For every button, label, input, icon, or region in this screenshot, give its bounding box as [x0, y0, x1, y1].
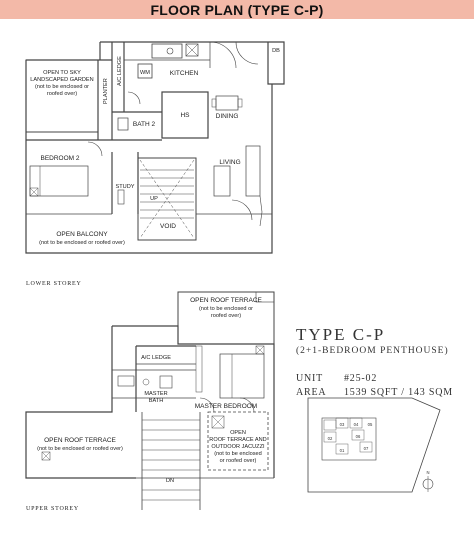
- bedroom2-label: BEDROOM 2: [40, 155, 79, 162]
- unit-label: UNIT: [296, 373, 324, 384]
- terrace-top-label: OPEN ROOF TERRACE: [190, 297, 262, 304]
- floor-plan-banner: FLOOR PLAN (TYPE C-P): [0, 0, 474, 19]
- jacuzzi-label: ROOF TERRACE AND: [209, 437, 266, 443]
- key-plan-unit-label: 03: [340, 422, 345, 427]
- terrace-top-note: (not to be enclosed or: [199, 306, 253, 312]
- ac-ledge-upper-label: A/C LEDGE: [141, 355, 171, 361]
- dining-label: DINING: [216, 113, 239, 120]
- garden-label: OPEN TO SKY: [43, 70, 81, 76]
- unit-type-block: TYPE C-P (2+1-BEDROOM PENTHOUSE): [296, 325, 449, 356]
- balcony-label: OPEN BALCONY: [56, 231, 108, 238]
- unit-specs: UNIT #25-02 AREA 1539 SQFT / 143 SQM: [296, 372, 453, 400]
- jacuzzi-label: OUTDOOR JACUZZI: [211, 444, 265, 450]
- garden-note: roofed over): [47, 91, 77, 97]
- unit-row: UNIT #25-02: [296, 372, 453, 386]
- lower-storey-caption: LOWER STOREY: [26, 281, 82, 287]
- terrace-left-note: (not to be enclosed or roofed over): [37, 446, 123, 452]
- master-bedroom-label: MASTER BEDROOM: [195, 403, 257, 410]
- north-arrow-icon: N: [426, 470, 429, 475]
- up-label: UP: [150, 196, 158, 202]
- key-plan-unit-label: 07: [364, 446, 369, 451]
- jacuzzi-note: or roofed over): [220, 458, 257, 464]
- unit-value: #25-02: [344, 373, 378, 384]
- key-plan-unit-label: 01: [340, 448, 345, 453]
- terrace-left-label: OPEN ROOF TERRACE: [44, 437, 116, 444]
- key-plan-unit-label: 04: [354, 422, 359, 427]
- hs-label: HS: [180, 112, 190, 119]
- study-label: STUDY: [116, 184, 135, 190]
- bath2-label: BATH 2: [133, 121, 156, 128]
- key-plan: [307, 397, 441, 493]
- key-plan-unit-label: 02: [328, 436, 333, 441]
- unit-type-subtitle: (2+1-BEDROOM PENTHOUSE): [296, 346, 449, 356]
- db-label: DB: [272, 48, 280, 54]
- area-value: 1539 SQFT / 143 SQM: [344, 387, 453, 398]
- garden-note: (not to be enclosed or: [35, 84, 89, 90]
- planter-label: PLANTER: [103, 78, 109, 104]
- master-bath-label: BATH: [149, 398, 164, 404]
- void-label: VOID: [160, 223, 176, 230]
- lower-storey-plan: [25, 41, 285, 254]
- dn-label: DN: [166, 478, 174, 484]
- area-row: AREA 1539 SQFT / 143 SQM: [296, 386, 453, 400]
- balcony-note: (not to be enclosed or roofed over): [39, 240, 125, 246]
- garden-label: LANDSCAPED GARDEN: [30, 77, 93, 83]
- upper-storey-caption: UPPER STOREY: [26, 506, 79, 512]
- key-plan-unit-label: 05: [368, 422, 373, 427]
- living-label: LIVING: [219, 159, 240, 166]
- upper-storey-plan: [25, 291, 275, 510]
- master-bath-label: MASTER: [144, 391, 167, 397]
- key-plan-unit-label: 06: [356, 434, 361, 439]
- unit-type-title: TYPE C-P: [296, 325, 386, 344]
- kitchen-label: KITCHEN: [170, 70, 199, 77]
- jacuzzi-label: OPEN: [230, 430, 246, 436]
- wm-label: WM: [140, 70, 150, 76]
- ac-ledge-label: A/C LEDGE: [117, 56, 123, 86]
- page-title: FLOOR PLAN (TYPE C-P): [150, 1, 324, 18]
- terrace-top-note: roofed over): [211, 313, 241, 319]
- jacuzzi-note: (not to be enclosed: [214, 451, 262, 457]
- area-label: AREA: [296, 387, 327, 398]
